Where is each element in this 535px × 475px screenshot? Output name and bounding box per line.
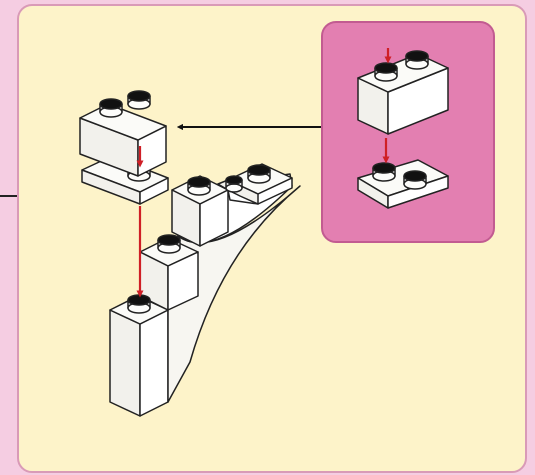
arch-studs — [157, 164, 271, 254]
brick-stud — [405, 50, 429, 70]
arch-assembly — [79, 90, 301, 417]
column-brick — [109, 295, 169, 417]
stud — [157, 234, 181, 254]
placement-arrows-inset — [382, 48, 392, 164]
stud — [225, 175, 243, 193]
brick-1x2-top — [79, 90, 167, 177]
sub-brick-1x2 — [357, 50, 449, 135]
stud — [247, 164, 271, 184]
sub-assembly — [357, 50, 449, 209]
plate-stud — [372, 162, 396, 182]
plate-stud — [403, 170, 427, 190]
brick-stud — [99, 98, 123, 118]
stud — [187, 176, 211, 196]
brick-stud — [374, 62, 398, 82]
column-stud — [127, 294, 151, 314]
sub-plate-1x2 — [357, 159, 449, 209]
brick-stud — [127, 90, 151, 110]
